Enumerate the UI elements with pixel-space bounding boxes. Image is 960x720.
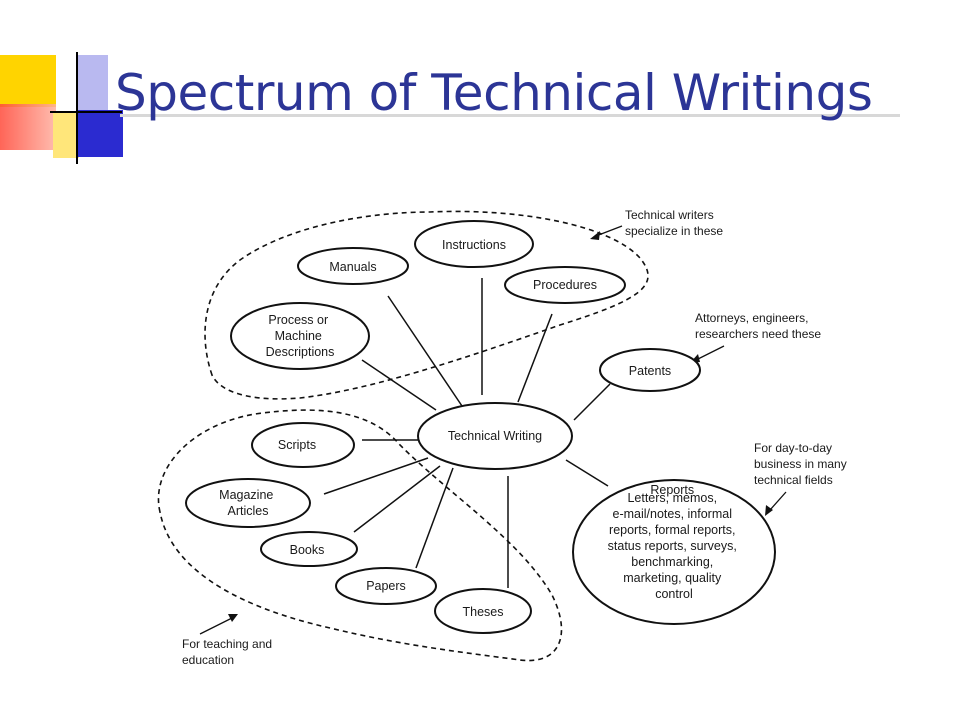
node-label-scripts: Scripts [278, 438, 316, 452]
arrow-daytoday [769, 491, 787, 511]
node-label-books: Books [290, 543, 325, 557]
arrowhead-teaching [228, 614, 238, 622]
node-label-reports: Reports Letters, memos, e-mail/notes, in… [608, 483, 741, 601]
connector-books [353, 465, 441, 533]
annotation-specialize: Technical writers specialize in these [625, 208, 723, 238]
node-instructions [414, 220, 534, 268]
corner-orange-square [0, 104, 56, 150]
corner-horizontal-line [50, 111, 122, 113]
node-label-papers: Papers [366, 579, 406, 593]
corner-yellow-square [0, 55, 56, 107]
node-procedures [504, 266, 626, 304]
annotation-daytoday: For day-to-day business in many technica… [754, 441, 850, 487]
arrow-specialize [595, 225, 623, 237]
annotation-attorneys: Attorneys, engineers, researchers need t… [695, 311, 821, 341]
node-label-patents: Patents [629, 364, 671, 378]
node-papers [335, 567, 437, 605]
connector-procedures [517, 313, 553, 403]
arrow-teaching [199, 617, 233, 635]
node-reports [572, 479, 776, 625]
arrowhead-specialize [590, 231, 600, 240]
node-center [417, 402, 573, 470]
node-scripts [251, 422, 355, 468]
node-process [230, 302, 370, 370]
node-manuals [297, 247, 409, 285]
connector-magazine [323, 457, 429, 495]
connector-patents [573, 383, 611, 421]
arrowhead-daytoday [765, 505, 773, 516]
corner-vertical-line [76, 52, 78, 164]
node-theses [434, 588, 532, 634]
specialist-group-outline [204, 210, 649, 400]
node-label-magazine: Magazine Articles [219, 488, 277, 518]
connector-process [361, 359, 437, 411]
connector-manuals [387, 295, 463, 407]
arrow-attorneys [695, 345, 725, 361]
slide-title: Spectrum of Technical Writings [115, 64, 873, 122]
corner-blue-square [78, 110, 123, 157]
node-label-process: Process or Machine Descriptions [266, 313, 335, 359]
node-patents [599, 348, 701, 392]
connector-reports [565, 459, 609, 487]
node-label-center: Technical Writing [448, 429, 542, 443]
corner-lavender-square [78, 55, 108, 111]
node-label-manuals: Manuals [329, 260, 376, 274]
title-underline [120, 114, 900, 117]
node-label-theses: Theses [463, 605, 504, 619]
annotation-teaching: For teaching and education [182, 637, 275, 667]
connector-papers [415, 467, 454, 569]
node-label-instructions: Instructions [442, 238, 506, 252]
corner-pale-yellow-square [53, 112, 79, 158]
node-books [260, 531, 358, 567]
node-magazine [185, 478, 311, 528]
node-label-procedures: Procedures [533, 278, 597, 292]
